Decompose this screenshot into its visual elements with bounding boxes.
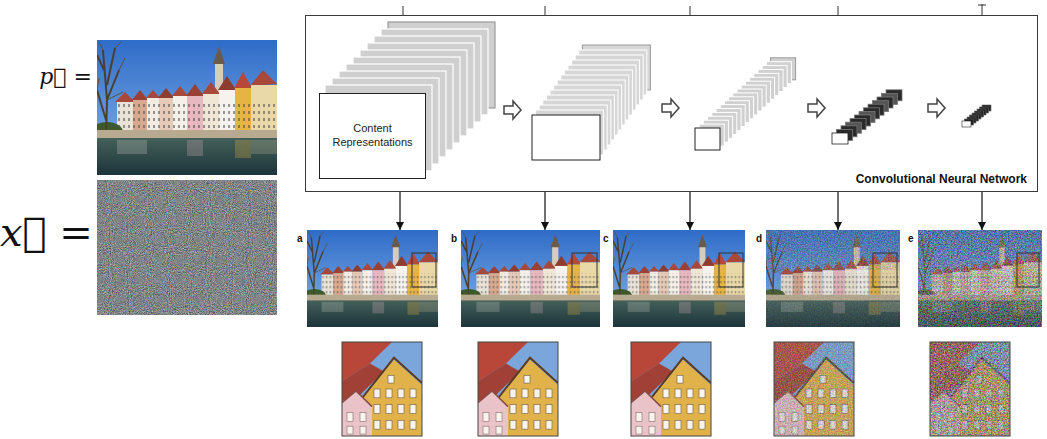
panel-letter: e bbox=[908, 234, 914, 244]
output-arrow bbox=[399, 192, 400, 230]
crop-marker bbox=[412, 253, 1039, 287]
box-label: Convolutional Neural Network bbox=[856, 172, 1027, 186]
reconstruction-image bbox=[766, 230, 900, 327]
feature-map-stack bbox=[962, 105, 991, 127]
reconstruction-image: b bbox=[461, 230, 600, 327]
connection-ticks bbox=[690, 6, 691, 15]
crop-frame bbox=[930, 342, 1010, 436]
panel-letter: d bbox=[756, 234, 762, 244]
crop-frame bbox=[774, 342, 854, 436]
connection-ticks bbox=[978, 5, 986, 6]
layer-arrow bbox=[504, 101, 521, 119]
reconstruction-image bbox=[303, 230, 438, 327]
layer-arrow bbox=[662, 99, 679, 117]
zoomed-crop bbox=[774, 342, 854, 436]
crop-frame bbox=[631, 342, 711, 436]
noise-image bbox=[97, 180, 277, 315]
zoomed-crop bbox=[930, 342, 1010, 436]
crop-marker bbox=[873, 253, 897, 287]
connection-ticks bbox=[403, 4, 986, 15]
reconstruction-image bbox=[918, 230, 1042, 327]
crop-marker bbox=[572, 253, 597, 287]
reconstruction-image bbox=[762, 230, 900, 327]
reconstruction-image bbox=[303, 230, 1042, 327]
content-image bbox=[91, 40, 277, 175]
output-arrow bbox=[837, 192, 838, 230]
connection-ticks bbox=[982, 4, 983, 15]
content-image bbox=[91, 40, 277, 175]
panel-letter: a bbox=[297, 234, 303, 244]
reconstruction-image bbox=[609, 230, 745, 327]
feature-map-stack bbox=[532, 115, 600, 160]
reconstruction-image: d bbox=[766, 230, 900, 327]
zoomed-crop bbox=[930, 342, 1010, 436]
feature-map-stack bbox=[832, 90, 902, 144]
zoomed-crop bbox=[774, 342, 854, 436]
reconstruction-image bbox=[456, 230, 600, 327]
feature-map-stack bbox=[962, 121, 971, 127]
math-label-holder: x⃗ = bbox=[0, 212, 92, 252]
crop-marker bbox=[719, 253, 743, 287]
noise-image bbox=[97, 180, 277, 315]
zoomed-crop bbox=[478, 342, 558, 436]
layer-arrow bbox=[928, 99, 945, 117]
reconstruction-image bbox=[914, 230, 1042, 327]
math-label: p⃗ = bbox=[39, 64, 92, 89]
output-arrow bbox=[544, 192, 545, 230]
feature-map-stack bbox=[695, 128, 720, 150]
output-arrow bbox=[981, 192, 982, 230]
crop-marker bbox=[1017, 253, 1039, 287]
crop-frame bbox=[342, 342, 422, 436]
zoomed-crop bbox=[631, 342, 711, 436]
reconstruction-image: e bbox=[918, 230, 1042, 327]
zoomed-crop bbox=[342, 342, 1010, 436]
reconstruction-image: a bbox=[307, 230, 438, 327]
layer-arrow bbox=[504, 99, 945, 119]
network-box: Convolutional Neural Network Content Repr… bbox=[305, 15, 1038, 192]
crop-frame bbox=[342, 342, 1010, 436]
connection-ticks bbox=[403, 6, 404, 15]
feature-map-stack bbox=[532, 45, 650, 160]
box-label: Content Representations bbox=[324, 122, 421, 150]
crop-marker bbox=[412, 253, 436, 287]
math-label: x⃗ = bbox=[0, 209, 93, 255]
connection-ticks bbox=[545, 6, 546, 15]
zoomed-crop bbox=[342, 342, 422, 436]
feature-map-box: Content Representations bbox=[319, 93, 426, 179]
reconstruction-image: c bbox=[613, 230, 745, 327]
crop-frame bbox=[478, 342, 558, 436]
layer-arrow bbox=[808, 99, 825, 117]
panel-letter: c bbox=[603, 234, 609, 244]
feature-map-stack bbox=[695, 58, 796, 150]
feature-map-stack bbox=[832, 133, 848, 144]
math-label-holder: p⃗ = bbox=[0, 66, 92, 88]
connection-ticks bbox=[838, 6, 839, 15]
panel-letter: b bbox=[451, 234, 457, 244]
output-arrow bbox=[689, 192, 690, 230]
